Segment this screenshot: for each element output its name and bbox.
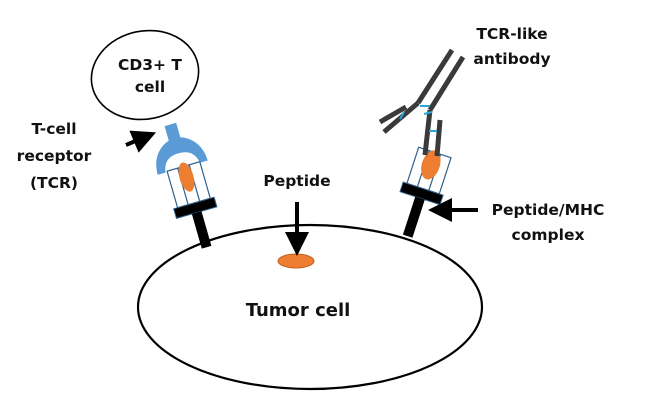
tcr-annotation: T-cell receptor (TCR) xyxy=(17,120,157,192)
antibody-light-chain xyxy=(378,104,408,125)
peptide-label: Peptide xyxy=(263,172,330,190)
tcr-receptor xyxy=(156,122,208,175)
antibody-label-line2: antibody xyxy=(473,50,550,68)
peptide-mhc-annotation: Peptide/MHC complex xyxy=(428,198,605,244)
mhc-stalk xyxy=(191,211,212,249)
antibody-label-line1: TCR-like xyxy=(476,25,547,43)
t-cell-label-line2: cell xyxy=(135,78,165,96)
peptide-mhc-complex-right xyxy=(399,146,452,238)
disulfide-bond xyxy=(423,111,433,115)
tumor-cell-outline xyxy=(136,223,484,391)
tcr-label-line3: (TCR) xyxy=(30,174,78,192)
tumor-cell-label: Tumor cell xyxy=(246,300,351,321)
t-cell: CD3+ T cell xyxy=(90,29,200,121)
antibody-light-chain xyxy=(434,119,443,157)
tcr-like-antibody xyxy=(378,48,466,157)
mhc-stalk xyxy=(402,196,425,238)
antibody-heavy-chain xyxy=(422,109,433,156)
tcr-label-line1: T-cell xyxy=(31,120,76,138)
mhc-peptide xyxy=(421,150,441,180)
tcr-arrow xyxy=(125,130,157,153)
antibody-annotation: TCR-like antibody xyxy=(473,25,550,68)
t-cell-label-line1: CD3+ T xyxy=(118,56,182,74)
antibody-heavy-chain xyxy=(415,48,455,105)
tcr-mhc-complex xyxy=(156,122,218,249)
tcr-label-line2: receptor xyxy=(17,147,92,165)
mhc-peptide xyxy=(178,162,195,192)
t-cell-outline xyxy=(90,29,200,121)
peptide-mhc-label-line2: complex xyxy=(512,226,585,244)
antibody-heavy-chain xyxy=(427,55,466,112)
tumor-cell: Tumor cell xyxy=(136,223,484,391)
disulfide-bonds xyxy=(399,105,437,132)
peptide-annotation: Peptide xyxy=(263,172,331,256)
free-peptide xyxy=(277,253,315,269)
peptide-mhc-label-line1: Peptide/MHC xyxy=(492,201,605,219)
disulfide-bond xyxy=(399,111,405,120)
